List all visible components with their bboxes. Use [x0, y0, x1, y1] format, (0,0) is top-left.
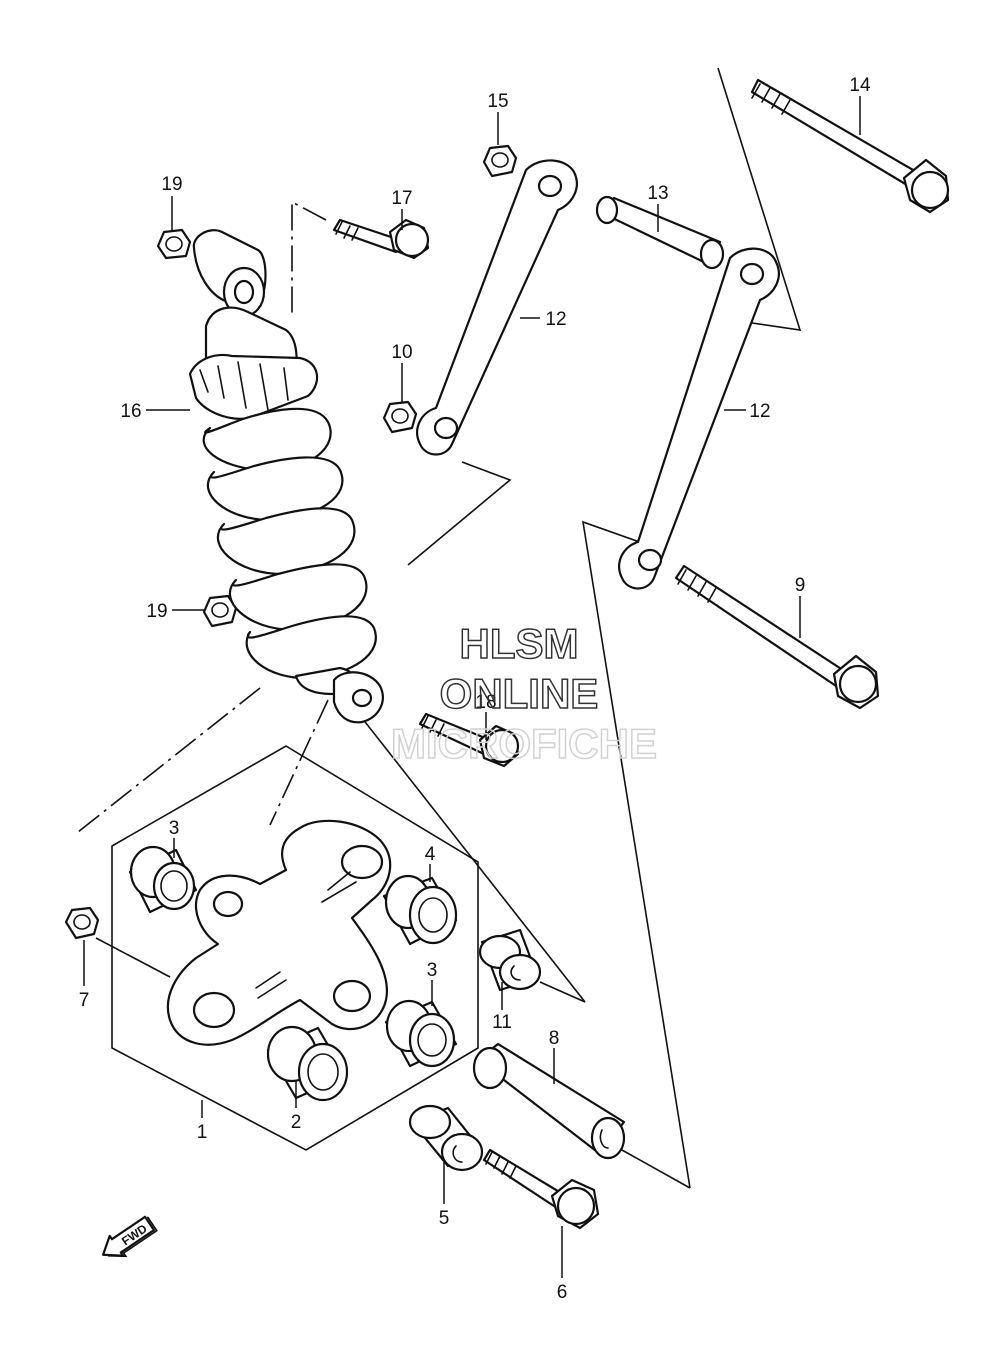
- callout-19-lower: 19: [146, 601, 167, 622]
- collar-8: [472, 1042, 626, 1160]
- nut-15: [482, 144, 518, 178]
- reference-lines: [77, 67, 802, 1189]
- callout-9: 9: [795, 575, 806, 596]
- bushing-3-upper: [128, 845, 198, 914]
- cushion-lever: [166, 819, 392, 1046]
- leader-lines: [83, 96, 861, 1278]
- callout-15: 15: [487, 91, 508, 112]
- fwd-arrow-icon: [102, 1215, 156, 1257]
- bushing-3-lower: [384, 999, 458, 1068]
- watermark-line-2: ONLINE: [440, 670, 599, 717]
- callout-13: 13: [647, 183, 668, 204]
- nut-19-upper: [156, 228, 192, 260]
- callout-3-upper: 3: [169, 818, 180, 839]
- bushing-4: [382, 874, 458, 946]
- callout-1: 1: [197, 1122, 208, 1143]
- callout-8: 8: [549, 1028, 560, 1049]
- bolt-18: [418, 712, 520, 768]
- bolt-17: [332, 218, 430, 260]
- spacer-11: [478, 928, 542, 992]
- cushion-lever-frame: [111, 745, 479, 1151]
- bushing-2: [266, 1025, 349, 1102]
- callout-11: 11: [492, 1012, 512, 1033]
- nut-7: [64, 906, 100, 940]
- callout-7: 7: [79, 990, 90, 1011]
- cushion-rod-12-right: [618, 247, 780, 590]
- callout-3-lower: 3: [427, 960, 438, 981]
- callout-6: 6: [557, 1282, 568, 1303]
- callout-2: 2: [291, 1112, 302, 1133]
- nut-10: [382, 400, 418, 434]
- bolt-14: [750, 78, 950, 214]
- callout-labels: 14 15 13 17 19 12 10 12 16 9 19 18 3 4 7…: [79, 75, 871, 1303]
- callout-19-upper: 19: [161, 174, 182, 195]
- callout-18: 18: [475, 692, 496, 713]
- callout-5: 5: [439, 1208, 450, 1229]
- callout-12-right: 12: [749, 401, 770, 422]
- spacer-5: [408, 1104, 484, 1172]
- bolt-9: [674, 564, 880, 710]
- watermark: HLSM ONLINE MICROFICHE: [390, 619, 658, 768]
- spacer-13: [595, 195, 725, 270]
- callout-17: 17: [391, 188, 412, 209]
- callout-12-left: 12: [545, 309, 566, 330]
- fwd-badge: FWD: [102, 1215, 158, 1258]
- callout-14: 14: [849, 75, 871, 96]
- watermark-line-1: HLSM: [460, 620, 579, 667]
- callout-4: 4: [425, 844, 436, 865]
- rear-shock-absorber: [188, 229, 384, 724]
- watermark-line-3: MICROFICHE: [391, 720, 657, 767]
- callout-16: 16: [120, 401, 141, 422]
- callout-10: 10: [391, 342, 412, 363]
- cushion-rod-12-left: [416, 159, 578, 456]
- bolt-6: [482, 1148, 600, 1230]
